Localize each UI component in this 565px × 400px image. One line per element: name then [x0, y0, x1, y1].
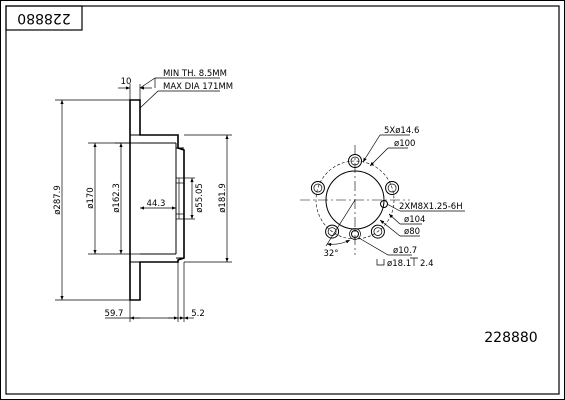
- dim-dia-287-9: ø287.9: [53, 185, 63, 215]
- dim-offset-5-2: 5.2: [191, 309, 205, 319]
- dim-height-59-7: 59.7: [105, 309, 124, 319]
- dim-dia-181-9: ø181.9: [218, 183, 228, 213]
- inner-frame: [5, 5, 560, 395]
- main-part-number: 228880: [484, 330, 537, 346]
- dim-width-10: 10: [121, 77, 132, 87]
- label-dia-10-7: ø10.7: [393, 246, 417, 256]
- dim-dia-162-3: ø162.3: [112, 183, 122, 213]
- dim-dia-55-05: ø55.05: [195, 183, 205, 213]
- bolt-hole: [310, 181, 325, 195]
- label-thread-holes: 2XM8X1.25-6H: [399, 202, 463, 212]
- label-angle-32: 32°: [323, 249, 338, 259]
- bolt-hole: [325, 224, 340, 239]
- dim-depth-44-3: 44.3: [147, 199, 166, 209]
- label-dia-104: ø104: [404, 215, 425, 225]
- label-pcd-100: ø100: [394, 139, 415, 149]
- corner-part-number-box: 228880: [5, 5, 83, 31]
- front-view: 5Xø14.6 ø100 2XM8X1.25-6H ø104 ø80 ø10.7…: [300, 126, 465, 269]
- bolt-hole: [370, 224, 385, 239]
- bolt-hole: [385, 181, 400, 195]
- side-view: ø287.9 ø170 ø162.3 44.3 ø55.05 ø181.9 10…: [53, 69, 233, 322]
- corner-part-number: 228880: [17, 10, 70, 26]
- counterbore-spec: ø18.1 2.4: [376, 257, 434, 269]
- label-cbore-18-1: ø18.1: [387, 259, 411, 269]
- label-dia-80: ø80: [404, 227, 420, 237]
- label-holes-5x14-6: 5Xø14.6: [384, 126, 419, 136]
- label-depth-2-4: 2.4: [420, 259, 434, 269]
- dim-dia-170: ø170: [86, 187, 96, 208]
- max-diameter-note: MAX DIA 171MM: [163, 82, 233, 92]
- threaded-hole: [349, 228, 361, 240]
- bolt-hole: [348, 154, 362, 168]
- min-thickness-note: MIN TH. 8.5MM: [163, 69, 227, 79]
